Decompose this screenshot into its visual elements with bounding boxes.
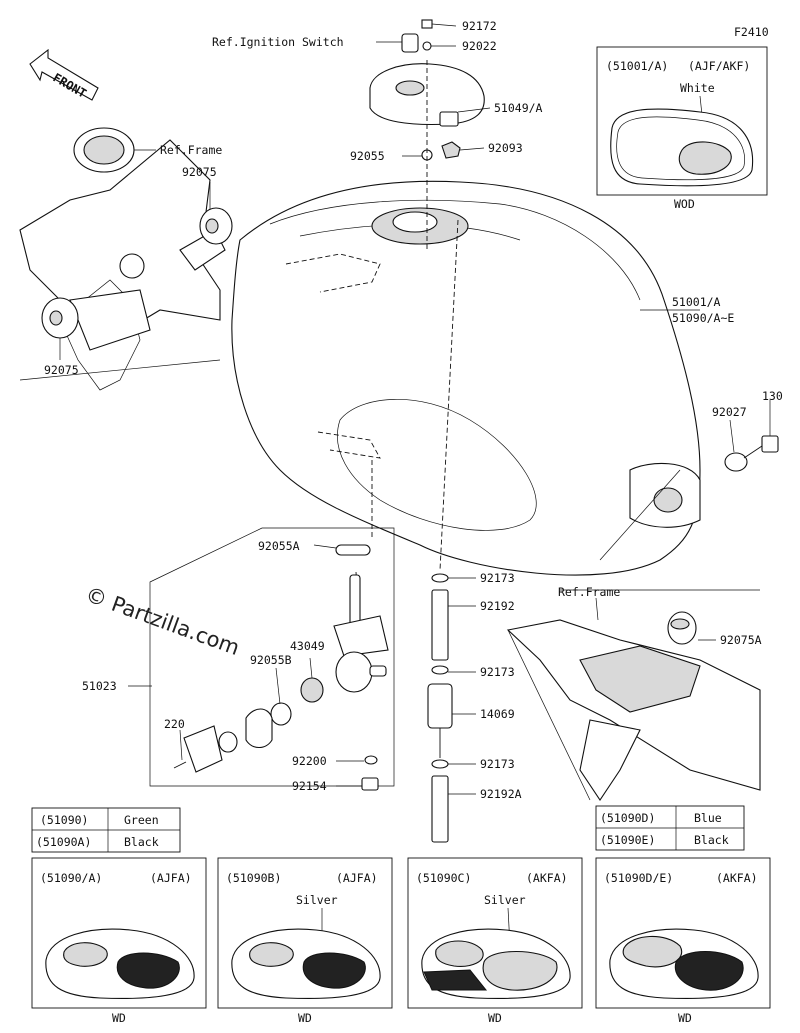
petcock-assembly: [173, 544, 389, 791]
color-table-left: (51090) Green (51090A) Black: [31, 807, 181, 853]
callout-92075-bottom: 92075: [44, 363, 79, 377]
callout-92093: 92093: [488, 141, 523, 155]
ref-frame-top: Ref.Frame: [160, 143, 222, 157]
inset-top-variant: (AJF/AKF): [688, 59, 750, 73]
callout-92173-3: 92173: [480, 757, 515, 771]
color-table-right-color-1: Black: [694, 833, 729, 847]
panel-1-code: (51090/A): [40, 871, 102, 885]
inset-top-tag: WOD: [674, 197, 695, 211]
petcock-group-box: [149, 527, 395, 787]
panel-4-variant: (AKFA): [716, 871, 758, 885]
callout-51023: 51023: [82, 679, 117, 693]
color-table-left-color-1: Black: [124, 835, 159, 849]
ref-frame-rear: Ref.Frame: [558, 585, 620, 599]
color-table-left-color-0: Green: [124, 813, 159, 827]
callout-43049: 43049: [290, 639, 325, 653]
watermark: © Partzilla.com: [82, 582, 242, 660]
fuel-tank: [231, 180, 701, 576]
panel-2-tag: WD: [298, 1011, 312, 1025]
panel-2-variant: (AJFA): [336, 871, 378, 885]
panel-4-code: (51090D/E): [604, 871, 673, 885]
color-table-right-color-0: Blue: [694, 811, 722, 825]
panel-3-tag: WD: [488, 1011, 502, 1025]
inset-top-wod: (51001/A) (AJF/AKF) White WOD: [596, 46, 768, 211]
callout-92172: 92172: [462, 19, 497, 33]
callout-92055b: 92055B: [250, 653, 292, 667]
front-arrow-icon: FRONT: [29, 48, 99, 101]
color-table-left-code-1: (51090A): [36, 835, 91, 849]
ref-ignition-switch: Ref.Ignition Switch: [212, 35, 344, 49]
panel-1-variant: (AJFA): [150, 871, 192, 885]
callout-92075a: 92075A: [720, 633, 762, 647]
bottom-panel-2: (51090B) (AJFA) Silver WD: [217, 857, 393, 1025]
panel-3-color: Silver: [484, 893, 526, 907]
color-table-right-code-1: (51090E): [600, 833, 655, 847]
panel-4-tag: WD: [678, 1011, 692, 1025]
hose-column: [427, 573, 453, 843]
callout-92192a: 92192A: [480, 787, 522, 801]
panel-3-code: (51090C): [416, 871, 471, 885]
bottom-panel-3: (51090C) (AKFA) Silver WD: [407, 857, 583, 1025]
color-table-left-code-0: (51090): [40, 813, 88, 827]
callout-51049a: 51049/A: [494, 101, 543, 115]
inset-top-color: White: [680, 81, 715, 95]
panel-2-color: Silver: [296, 893, 338, 907]
callout-220: 220: [164, 717, 185, 731]
callout-92027: 92027: [712, 405, 747, 419]
rubber-92075a: [667, 611, 697, 645]
panel-3-variant: (AKFA): [526, 871, 568, 885]
callout-51090ae: 51090/A~E: [672, 311, 734, 325]
assembly-line-drain: [439, 219, 459, 571]
frame-head: [19, 127, 233, 391]
inset-top-code: (51001/A): [606, 59, 668, 73]
callout-92055a: 92055A: [258, 539, 300, 553]
bottom-panel-1: (51090/A) (AJFA) WD: [31, 857, 207, 1025]
callout-92200: 92200: [292, 754, 327, 768]
callout-92075-top: 92075: [182, 165, 217, 179]
callout-92173-1: 92173: [480, 571, 515, 585]
color-table-right-code-0: (51090D): [600, 811, 655, 825]
callout-14069: 14069: [480, 707, 515, 721]
callout-51001a: 51001/A: [672, 295, 721, 309]
callout-92192: 92192: [480, 599, 515, 613]
color-table-right: (51090D) Blue (51090E) Black: [595, 805, 745, 851]
leader-lines: [59, 23, 771, 795]
panel-1-tag: WD: [112, 1011, 126, 1025]
callout-92022: 92022: [462, 39, 497, 53]
frame-rear: [506, 619, 761, 801]
callout-92154: 92154: [292, 779, 327, 793]
callout-92055: 92055: [350, 149, 385, 163]
callout-130: 130: [762, 389, 783, 403]
callout-92173-2: 92173: [480, 665, 515, 679]
bolt-130: [724, 435, 779, 472]
panel-2-code: (51090B): [226, 871, 281, 885]
bottom-panel-4: (51090D/E) (AKFA) WD: [595, 857, 771, 1025]
figure-code: F2410: [734, 25, 769, 39]
